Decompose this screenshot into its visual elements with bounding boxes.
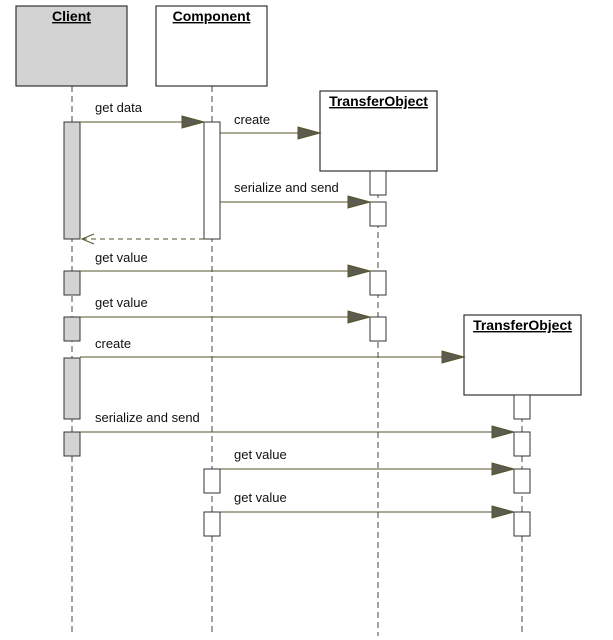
participant-transfer-object-1-name: TransferObject [329,93,428,109]
participant-transfer-object-2-name: TransferObject [473,317,572,333]
activation-component [203,468,221,494]
message-label: get value [234,490,287,505]
participant-client: Client [15,5,128,87]
activation-component [203,511,221,537]
message-label: get data [95,100,143,115]
activation-transfer-object-1 [369,316,387,342]
message-label: create [234,112,270,127]
message-serialize-and-send-2: serialize and send [80,410,516,439]
message-get-value: get value [220,490,516,519]
message-label: create [95,336,131,351]
message-label: serialize and send [234,180,339,195]
activation-transfer-object-2 [513,394,531,420]
message-get-value: get value [80,295,372,324]
message-create-transfer-object-1: create [220,112,322,140]
message-get-value: get value [80,250,372,278]
message-label: serialize and send [95,410,200,425]
activation-transfer-object-1 [369,170,387,196]
activation-client [63,431,81,457]
message-serialize-and-send-1: serialize and send [220,180,372,209]
message-label: get value [234,447,287,462]
participant-component-name: Component [173,8,251,24]
message-get-data: get data [80,100,206,129]
message-label: get value [95,295,148,310]
activation-component [203,121,221,240]
participant-transfer-object-2: TransferObject [463,314,582,396]
activation-client [63,316,81,342]
message-return-to-client [80,233,204,245]
activation-transfer-object-1 [369,201,387,227]
participant-transfer-object-1: TransferObject [319,90,438,172]
message-get-value: get value [220,447,516,476]
activation-client [63,357,81,420]
activation-client [63,270,81,296]
participant-client-name: Client [52,8,91,24]
activation-transfer-object-2 [513,468,531,494]
participant-component: Component [155,5,268,87]
activation-transfer-object-2 [513,431,531,457]
activation-transfer-object-2 [513,511,531,537]
activation-client [63,121,81,240]
message-label: get value [95,250,148,265]
message-create-transfer-object-2: create [80,336,466,364]
activation-transfer-object-1 [369,270,387,296]
